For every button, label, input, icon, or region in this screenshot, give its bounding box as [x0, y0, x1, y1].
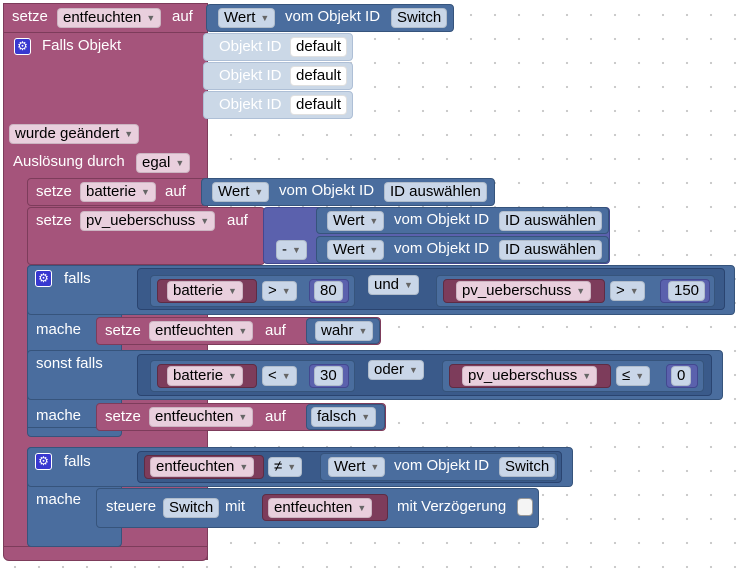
- boolean-dropdown[interactable]: falsch▼: [311, 407, 377, 427]
- change-condition-dropdown[interactable]: wurde geändert▼: [9, 124, 140, 144]
- delay-checkbox[interactable]: [517, 498, 533, 516]
- logic-operator-dropdown[interactable]: und▼: [368, 275, 419, 295]
- if-label: falls: [64, 453, 91, 470]
- object-id-value[interactable]: default: [290, 37, 348, 57]
- set-pv-block[interactable]: [27, 207, 265, 265]
- object-id-slot-label: Objekt ID: [219, 38, 282, 55]
- operator-dropdown[interactable]: ≠▼: [268, 457, 303, 477]
- to-label: auf: [165, 183, 186, 200]
- object-id-label: vom Objekt ID: [285, 8, 381, 25]
- gear-icon[interactable]: ⚙: [14, 38, 31, 55]
- elseif-label: sonst falls: [36, 355, 103, 372]
- value-dropdown[interactable]: Wert▼: [218, 8, 276, 28]
- set-label: setze: [105, 322, 141, 339]
- number-value[interactable]: 150: [668, 281, 706, 301]
- do-label: mache: [36, 407, 82, 424]
- to-label: auf: [265, 322, 286, 339]
- do-label: mache: [36, 321, 82, 338]
- if-block-bottom: [27, 427, 122, 437]
- object-id-label: vom Objekt ID: [394, 457, 490, 474]
- variable-dropdown[interactable]: entfeuchten▼: [149, 407, 254, 427]
- object-id-picker[interactable]: ID auswählen: [499, 240, 602, 260]
- set-label: setze: [105, 408, 141, 425]
- variable-dropdown[interactable]: pv_ueberschuss▼: [456, 281, 592, 301]
- object-id-value[interactable]: default: [290, 66, 348, 86]
- value-dropdown[interactable]: Wert▼: [328, 457, 386, 477]
- to-label: auf: [172, 8, 193, 25]
- object-id-slot-label: Objekt ID: [219, 96, 282, 113]
- gear-icon[interactable]: ⚙: [35, 453, 52, 470]
- object-id-label: vom Objekt ID: [394, 240, 490, 257]
- object-id-picker[interactable]: ID auswählen: [499, 211, 602, 231]
- operator-dropdown[interactable]: ≤▼: [616, 366, 651, 386]
- object-id-slot-label: Objekt ID: [219, 67, 282, 84]
- operator-dropdown[interactable]: >▼: [262, 281, 297, 301]
- operator-dropdown[interactable]: >▼: [610, 281, 645, 301]
- object-id-picker[interactable]: Switch: [499, 457, 556, 477]
- value-dropdown[interactable]: Wert▼: [327, 240, 385, 260]
- set-label: setze: [36, 183, 72, 200]
- boolean-dropdown[interactable]: wahr▼: [315, 321, 374, 341]
- variable-dropdown[interactable]: entfeuchten▼: [57, 8, 162, 28]
- operator-dropdown[interactable]: <▼: [262, 366, 297, 386]
- object-id-label: vom Objekt ID: [394, 211, 490, 228]
- operator-dropdown[interactable]: -▼: [276, 240, 307, 260]
- variable-dropdown[interactable]: entfeuchten▼: [149, 321, 254, 341]
- number-value[interactable]: 30: [314, 366, 343, 386]
- trigger-source-label: Auslösung durch: [13, 153, 125, 170]
- variable-dropdown[interactable]: pv_ueberschuss▼: [462, 366, 598, 386]
- value-dropdown[interactable]: Wert▼: [327, 211, 385, 231]
- number-value[interactable]: 0: [671, 366, 692, 386]
- gear-icon[interactable]: ⚙: [35, 270, 52, 287]
- control-label: steuere: [106, 498, 157, 515]
- if-label: falls: [64, 270, 91, 287]
- do-label: mache: [36, 491, 82, 508]
- variable-dropdown[interactable]: entfeuchten▼: [150, 457, 255, 477]
- trigger-label: Falls Objekt: [42, 37, 122, 54]
- delay-label: mit Verzögerung: [397, 498, 507, 515]
- to-label: auf: [227, 212, 248, 229]
- object-id-picker[interactable]: ID auswählen: [384, 182, 487, 202]
- variable-dropdown[interactable]: batterie▼: [80, 182, 156, 202]
- variable-dropdown[interactable]: batterie▼: [167, 366, 243, 386]
- object-id-value[interactable]: default: [290, 95, 348, 115]
- object-id-label: vom Objekt ID: [279, 182, 375, 199]
- set-label: setze: [36, 212, 72, 229]
- to-label: auf: [265, 408, 286, 425]
- logic-operator-dropdown[interactable]: oder▼: [368, 360, 424, 380]
- variable-dropdown[interactable]: pv_ueberschuss▼: [80, 211, 216, 231]
- number-value[interactable]: 80: [314, 281, 343, 301]
- with-label: mit: [225, 498, 245, 515]
- value-dropdown[interactable]: Wert▼: [212, 182, 270, 202]
- variable-dropdown[interactable]: batterie▼: [167, 281, 243, 301]
- trigger-block-bottom: [3, 546, 208, 561]
- object-id-picker[interactable]: Switch: [163, 498, 220, 518]
- object-id-picker[interactable]: Switch: [391, 8, 448, 28]
- set-label: setze: [12, 8, 48, 25]
- variable-dropdown[interactable]: entfeuchten▼: [268, 498, 373, 518]
- trigger-source-dropdown[interactable]: egal▼: [136, 153, 191, 173]
